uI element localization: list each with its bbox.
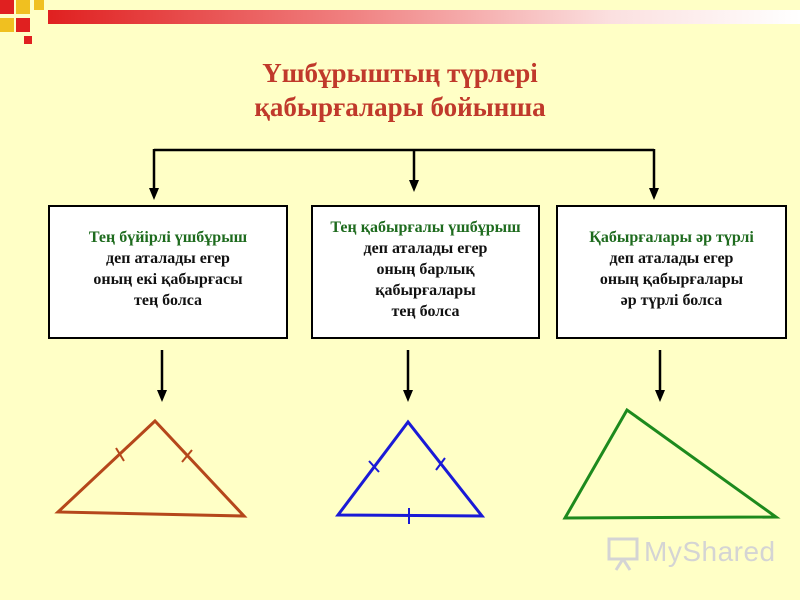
box-isosceles-line-1: деп аталады егер xyxy=(106,250,230,267)
projector-screen-icon xyxy=(607,537,639,571)
box-isosceles-line-2: оның екі қабырғасы xyxy=(93,271,243,288)
isosceles-triangle xyxy=(54,418,248,518)
page-title: Үшбұрыштың түрлері қабырғалары бойынша xyxy=(0,56,800,124)
box-scalene-line-1: деп аталады егер xyxy=(609,250,734,267)
watermark-text: MyShared xyxy=(644,536,776,567)
box-equilateral: Тең қабырғалы үшбұрыш деп аталады егер о… xyxy=(311,205,540,339)
box-scalene-line-3: әр түрлі болса xyxy=(620,292,723,309)
title-line-1: Үшбұрыштың түрлері xyxy=(262,58,538,88)
equilateral-triangle xyxy=(335,419,486,524)
box-equilateral-line-2: оның барлық xyxy=(376,261,475,278)
decor-square-yellow xyxy=(34,0,44,10)
scalene-triangle xyxy=(562,407,781,520)
decor-square-red xyxy=(24,36,32,44)
decor-square-red xyxy=(16,18,30,32)
decor-square-yellow xyxy=(16,0,30,14)
decor-square-red xyxy=(0,0,14,14)
box-isosceles-line-3: тең болса xyxy=(133,292,203,309)
box-equilateral-line-4: тең болса xyxy=(391,303,460,320)
arrowhead-center xyxy=(409,180,419,192)
decor-gradient-bar xyxy=(48,10,800,24)
box-equilateral-line-3: қабырғалары xyxy=(375,282,476,299)
box-scalene-heading: Қабырғалары әр түрлі xyxy=(589,229,754,246)
box-isosceles-heading: Тең бүйірлі үшбұрыш xyxy=(88,229,248,246)
arrowhead-down-left xyxy=(157,390,167,402)
title-line-2: қабырғалары бойынша xyxy=(254,92,546,122)
arrowhead-left xyxy=(149,188,159,200)
box-scalene: Қабырғалары әр түрлі деп аталады егер он… xyxy=(556,205,787,339)
box-equilateral-line-1: деп аталады егер xyxy=(363,240,488,257)
arrowhead-down-center xyxy=(403,390,413,402)
box-isosceles: Тең бүйірлі үшбұрыш деп аталады егер оны… xyxy=(48,205,288,339)
arrowhead-right xyxy=(649,188,659,200)
decor-square-yellow xyxy=(0,18,14,32)
box-scalene-line-2: оның қабырғалары xyxy=(599,271,744,288)
box-equilateral-heading: Тең қабырғалы үшбұрыш xyxy=(330,219,521,236)
arrowhead-down-right xyxy=(655,390,665,402)
